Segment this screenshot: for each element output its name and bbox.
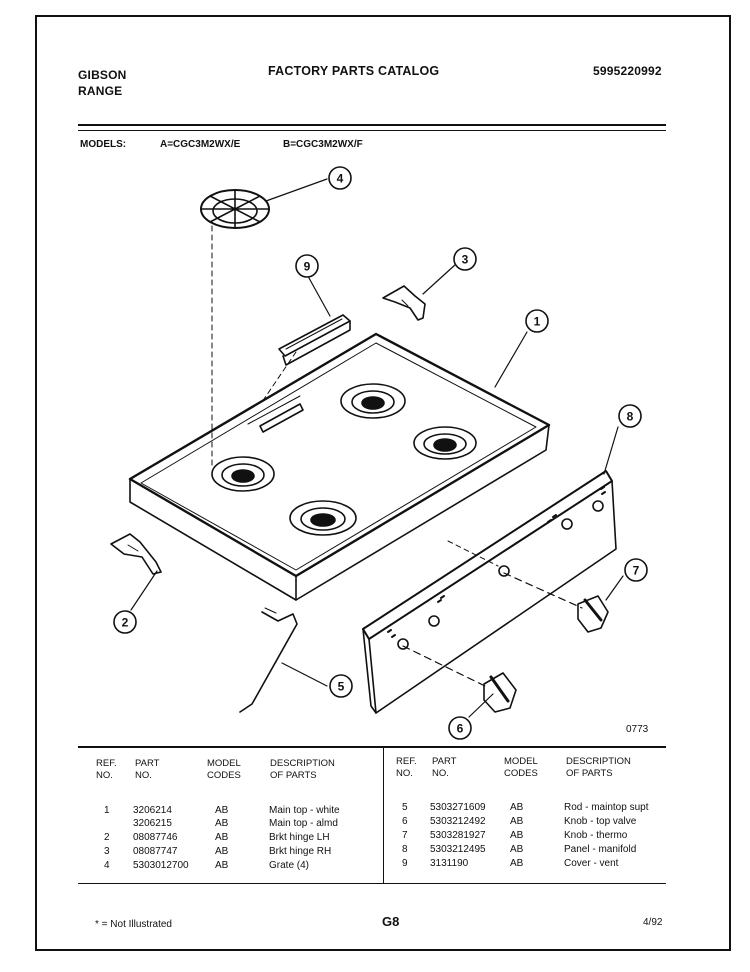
ref-cell: 3	[104, 846, 110, 857]
callout-1: 1	[525, 309, 549, 333]
codes-cell: AB	[510, 802, 524, 813]
desc-cell: Cover - vent	[564, 858, 619, 869]
header-rule	[78, 124, 666, 126]
knob-top-valve	[402, 645, 517, 713]
page-number: G8	[382, 914, 400, 929]
header-part-no-right: PART NO.	[432, 756, 457, 779]
header-model-codes: MODEL CODES	[207, 758, 241, 781]
figure-code: 0773	[626, 724, 649, 735]
catalog-date: 4/92	[643, 917, 663, 928]
catalog-number: 5995220992	[593, 64, 662, 78]
part-cell: 5303212495	[430, 844, 486, 855]
header-part-no: PART NO.	[135, 758, 160, 781]
svg-text:9: 9	[304, 260, 311, 274]
part-cell: 08087746	[133, 832, 178, 843]
svg-text:4: 4	[337, 172, 344, 186]
ref-cell: 9	[402, 858, 408, 869]
catalog-title: FACTORY PARTS CATALOG	[268, 64, 440, 78]
desc-cell: Brkt hinge LH	[269, 832, 330, 843]
manifold-panel	[362, 470, 617, 714]
callout-8: 8	[618, 404, 642, 428]
vent-cover	[261, 314, 351, 403]
model-a: A=CGC3M2WX/E	[160, 139, 241, 150]
header-description: DESCRIPTION OF PARTS	[270, 758, 335, 781]
burner-front-left	[211, 456, 275, 492]
codes-cell: AB	[510, 830, 524, 841]
codes-cell: AB	[215, 832, 229, 843]
model-b: B=CGC3M2WX/F	[283, 139, 363, 150]
table-divider	[383, 746, 384, 884]
burner-rear-right	[413, 426, 477, 460]
codes-cell: AB	[510, 844, 524, 855]
brand-name: GIBSON	[78, 68, 127, 82]
burner-rear-left	[340, 383, 406, 419]
codes-cell: AB	[215, 846, 229, 857]
callout-5: 5	[329, 674, 353, 698]
ref-cell: 5	[402, 802, 408, 813]
models-label: MODELS:	[80, 139, 127, 150]
ref-cell: 4	[104, 860, 110, 871]
ref-cell: 6	[402, 816, 408, 827]
leader-lines	[130, 178, 624, 718]
ref-cell: 1	[104, 805, 110, 816]
svg-text:1: 1	[534, 315, 541, 329]
svg-text:7: 7	[633, 564, 640, 578]
maintop-rod	[239, 607, 298, 713]
callout-6: 6	[448, 716, 472, 740]
callout-2: 2	[113, 610, 137, 634]
product-type: RANGE	[78, 84, 123, 98]
codes-cell: AB	[215, 860, 229, 871]
desc-cell: Knob - thermo	[564, 830, 628, 841]
codes-cell: AB	[510, 816, 524, 827]
ref-cell: 8	[402, 844, 408, 855]
svg-text:6: 6	[457, 722, 464, 736]
part-cell: 08087747	[133, 846, 178, 857]
part-cell: 5303271609	[430, 802, 486, 813]
part-cell: 5303212492	[430, 816, 486, 827]
hinge-left	[110, 533, 162, 575]
header-ref-no: REF. NO.	[96, 758, 117, 781]
header-rule-thin	[78, 130, 666, 131]
part-cell: 3206215	[133, 818, 172, 829]
codes-cell: AB	[215, 805, 229, 816]
header-description-right: DESCRIPTION OF PARTS	[566, 756, 631, 779]
table-bottom-rule	[78, 883, 666, 884]
burner-front-right	[289, 500, 357, 536]
desc-cell: Panel - manifold	[564, 844, 637, 855]
header-ref-no-right: REF. NO.	[396, 756, 417, 779]
table-top-rule	[78, 746, 666, 748]
part-cell: 5303012700	[133, 860, 189, 871]
callout-9: 9	[295, 254, 319, 278]
desc-cell: Main top - white	[269, 805, 340, 816]
footnote: * = Not Illustrated	[95, 919, 172, 930]
desc-cell: Brkt hinge RH	[269, 846, 332, 857]
header-model-codes-right: MODEL CODES	[504, 756, 538, 779]
ref-cell: 2	[104, 832, 110, 843]
part-cell: 5303281927	[430, 830, 486, 841]
codes-cell: AB	[510, 858, 524, 869]
part-cell: 3206214	[133, 805, 172, 816]
part-cell: 3131190	[430, 858, 469, 869]
desc-cell: Rod - maintop supt	[564, 802, 649, 813]
knob-thermo	[503, 572, 609, 633]
svg-text:8: 8	[627, 410, 634, 424]
svg-text:5: 5	[338, 680, 345, 694]
desc-cell: Main top - almd	[269, 818, 338, 829]
ref-cell: 7	[402, 830, 408, 841]
callout-7: 7	[624, 558, 648, 582]
svg-text:3: 3	[462, 253, 469, 267]
desc-cell: Grate (4)	[269, 860, 310, 871]
callout-4: 4	[328, 166, 352, 190]
hinge-right	[382, 285, 426, 321]
codes-cell: AB	[215, 818, 229, 829]
grate	[200, 189, 270, 469]
svg-text:2: 2	[122, 616, 129, 630]
main-top	[128, 332, 551, 601]
callout-3: 3	[453, 247, 477, 271]
desc-cell: Knob - top valve	[564, 816, 637, 827]
page-frame	[35, 15, 731, 951]
brand-block: GIBSON RANGE	[78, 67, 127, 99]
